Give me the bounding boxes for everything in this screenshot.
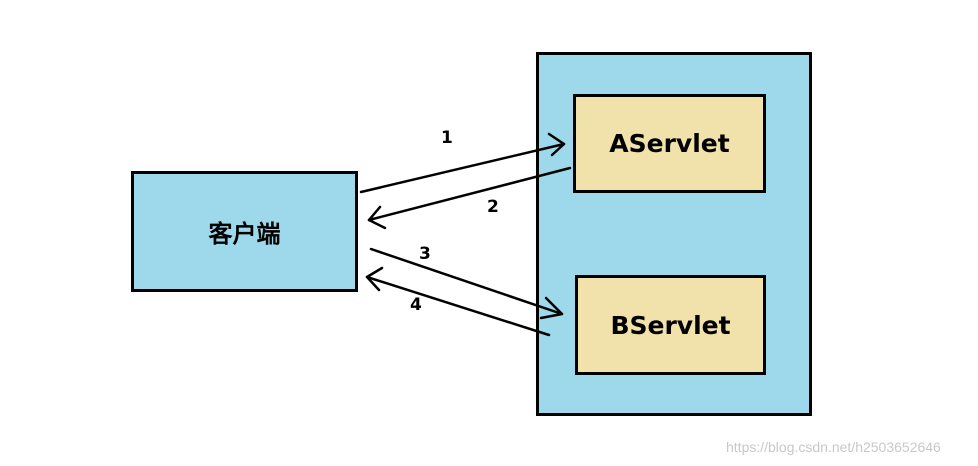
arrow-2-line — [367, 166, 572, 222]
arrow-1-label: 1 — [441, 128, 453, 148]
arrow-1-line — [359, 142, 566, 194]
aservlet-label: AServlet — [609, 129, 730, 158]
arrow-3-label: 3 — [419, 244, 431, 264]
arrow-2-label: 2 — [487, 197, 499, 217]
arrow-4-label: 4 — [410, 295, 422, 315]
arrow-1-head — [547, 132, 566, 157]
arrow-4-line — [365, 275, 551, 337]
arrow-2-head — [367, 205, 387, 230]
aservlet-box: AServlet — [573, 94, 766, 193]
bservlet-label: BServlet — [610, 310, 731, 340]
client-label: 客户端 — [208, 220, 281, 248]
bservlet-box: BServlet — [575, 275, 766, 375]
arrow-3-head — [539, 296, 564, 320]
arrow-3-line — [369, 247, 564, 316]
watermark: https://blog.csdn.net/h2503652646 — [726, 439, 941, 455]
arrow-4-head — [365, 266, 384, 292]
client-box: 客户端 — [131, 171, 358, 292]
